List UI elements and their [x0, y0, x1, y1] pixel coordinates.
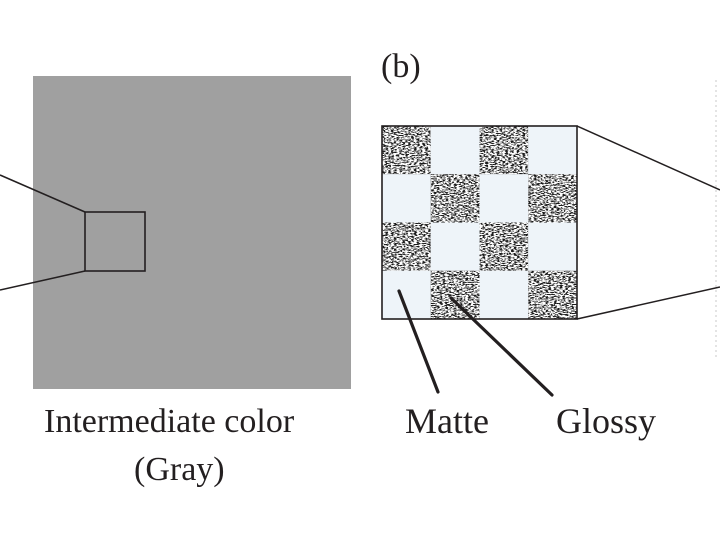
glossy-leader-line	[449, 296, 554, 397]
glossy-texture	[430, 174, 480, 223]
gray-square	[33, 76, 351, 389]
glossy-texture	[479, 222, 529, 271]
matte-label: Matte	[405, 401, 489, 441]
zoom-line-lower-right	[576, 286, 720, 320]
panel-b-label: (b)	[381, 48, 421, 85]
checkerboard-border	[381, 125, 578, 320]
glossy-texture	[479, 126, 529, 175]
checkerboard	[382, 126, 577, 319]
matte-tile	[479, 174, 529, 223]
matte-leader-line	[397, 289, 440, 394]
matte-tile	[430, 222, 480, 271]
gray-caption-line1: Intermediate color	[44, 403, 295, 440]
glossy-texture	[382, 222, 431, 271]
glossy-texture	[528, 270, 577, 319]
glossy-texture	[430, 270, 480, 319]
zoom-line-upper-right	[576, 125, 720, 191]
matte-tile	[479, 270, 529, 319]
matte-tile	[528, 126, 577, 175]
glossy-texture	[528, 174, 577, 223]
zoom-window	[84, 211, 146, 272]
matte-tile	[430, 126, 480, 175]
matte-tile	[528, 222, 577, 271]
glossy-label: Glossy	[556, 401, 657, 441]
matte-tile	[382, 174, 431, 223]
zoom-line-lower-left	[0, 270, 86, 291]
zoom-line-upper-left	[0, 174, 86, 213]
glossy-texture	[382, 126, 431, 175]
gray-caption-line2: (Gray)	[134, 451, 225, 488]
